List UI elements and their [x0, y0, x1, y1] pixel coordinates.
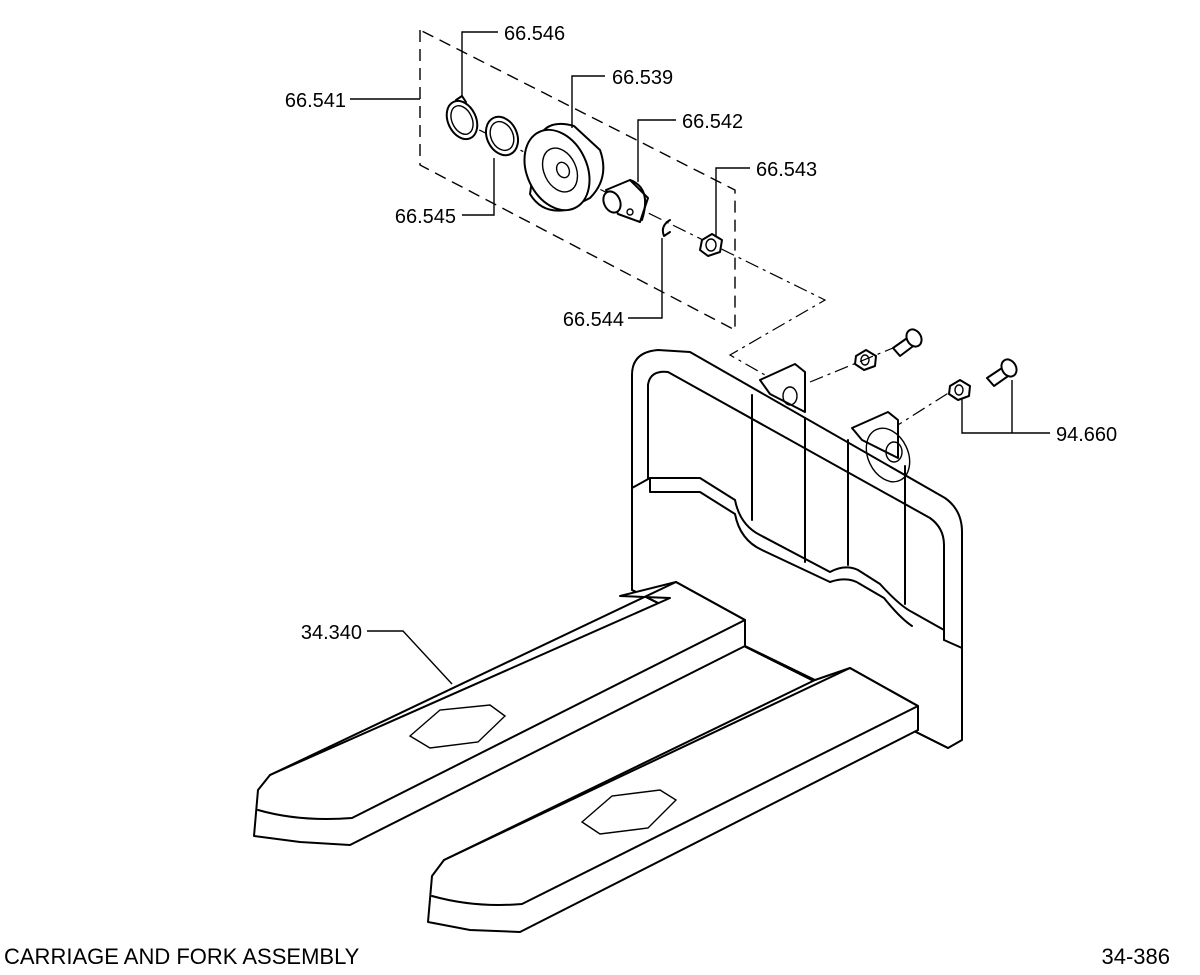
- roller-axis-line: [454, 117, 827, 376]
- figure-title: CARRIAGE AND FORK ASSEMBLY: [4, 944, 360, 969]
- leader-94-660: [961, 380, 1050, 434]
- nut-upper: [854, 349, 877, 371]
- figure-number: 34-386: [1101, 944, 1170, 969]
- axle-nut: [699, 233, 723, 257]
- leader-66-546: [461, 31, 498, 96]
- callout-94-660: 94.660: [1056, 424, 1117, 446]
- callout-66-541: 66.541: [285, 90, 346, 112]
- spacer-ring: [484, 115, 520, 157]
- roller-group-boundary: [419, 28, 736, 332]
- leader-34-340: [367, 630, 453, 685]
- callout-66-546: 66.546: [504, 23, 565, 45]
- carriage-frame: [631, 349, 963, 749]
- clip: [661, 219, 671, 237]
- leader-66-545: [462, 158, 495, 216]
- callout-66-544: 66.544: [563, 309, 624, 331]
- leader-66-543: [715, 167, 750, 236]
- callout-66-542: 66.542: [682, 111, 743, 133]
- callout-66-539: 66.539: [612, 67, 673, 89]
- retaining-ring: [445, 95, 479, 141]
- fork-right: [427, 645, 919, 933]
- roller-axle: [602, 179, 649, 223]
- bolt-axis-lower: [889, 391, 951, 431]
- bolt-upper: [892, 328, 923, 357]
- callout-66-543: 66.543: [756, 159, 817, 181]
- roller-wheel: [523, 122, 605, 212]
- bolt-axis-upper: [809, 347, 894, 383]
- fork-left: [253, 581, 746, 846]
- bolt-lower: [986, 358, 1018, 387]
- callout-34-340: 34.340: [301, 622, 362, 644]
- leader-66-544: [628, 238, 663, 319]
- nut-lower: [948, 379, 971, 401]
- leader-66-542: [637, 119, 676, 182]
- callout-labels: 66.546 66.541 66.539 66.542 66.543 66.54…: [285, 23, 1117, 644]
- callout-66-545: 66.545: [395, 206, 456, 228]
- leader-66-539: [571, 75, 605, 128]
- leader-lines: [350, 31, 1050, 685]
